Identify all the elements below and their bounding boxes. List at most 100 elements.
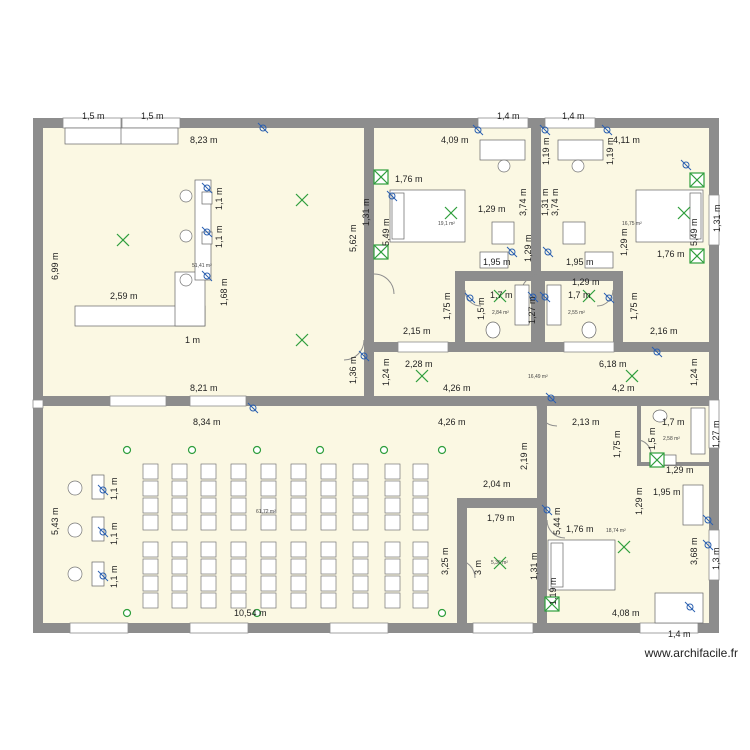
light-cross-mark	[415, 369, 429, 383]
dim-label: 8,21 m	[190, 383, 218, 393]
classroom-chair	[384, 514, 401, 531]
dim-label: 1,5 m	[141, 111, 164, 121]
dim-label: 2,13 m	[572, 417, 600, 427]
wall-light-box	[373, 169, 389, 185]
dim-label: 1,79 m	[487, 513, 515, 523]
classroom-chair	[230, 514, 247, 531]
light-cross-mark	[493, 556, 507, 570]
outlet-symbol	[539, 291, 551, 303]
classroom-chair	[412, 514, 429, 531]
dim-label: 1,68 m	[219, 278, 229, 306]
dim-label: 2,19 m	[519, 442, 529, 470]
dim-label: 6,99 m	[50, 252, 60, 280]
dim-label: 4,2 m	[612, 383, 635, 393]
classroom-chair	[320, 541, 337, 558]
classroom-chair	[200, 514, 217, 531]
classroom-chair	[320, 463, 337, 480]
classroom-chair	[142, 463, 159, 480]
outlet-symbol	[508, 248, 516, 256]
area-label: 19,1 m²	[438, 221, 455, 227]
classroom-chair	[260, 480, 277, 497]
area-label: 16,75 m²	[622, 221, 642, 227]
outlet-symbol	[653, 348, 661, 356]
dim-label: 1,27 m	[527, 296, 537, 324]
wall-light-box	[689, 248, 705, 264]
dim-label: 2,28 m	[405, 359, 433, 369]
classroom-chair	[200, 463, 217, 480]
dim-label: 5,44 m	[552, 507, 562, 535]
outlet-symbol	[603, 126, 611, 134]
classroom-chair	[352, 514, 369, 531]
outlet-symbol	[203, 184, 211, 192]
windows	[32, 117, 720, 634]
classroom-chair	[320, 497, 337, 514]
classroom-chair	[352, 592, 369, 609]
dim-label: 2,04 m	[483, 479, 511, 489]
dim-label: 1,1 m	[214, 187, 224, 210]
classroom-chair	[384, 558, 401, 575]
outlet-symbol	[201, 226, 213, 238]
classroom-chair	[230, 558, 247, 575]
dim-label: 1,29 m	[619, 228, 629, 256]
area-labels: 51,41 m² 19,1 m² 16,75 m² 2,84 m² 2,55 m…	[192, 221, 680, 566]
ceiling-light-dot	[437, 445, 447, 455]
ceiling-light-dot	[122, 445, 132, 455]
classroom-chair	[230, 480, 247, 497]
outlet-symbol	[605, 294, 613, 302]
classroom-desks	[67, 474, 105, 587]
dim-label: 1,19 m	[541, 137, 551, 165]
classroom-chair	[290, 558, 307, 575]
outlet-symbol	[474, 126, 482, 134]
ceiling-light-dot	[379, 445, 389, 455]
dim-label: 1,5 m	[647, 427, 657, 450]
dim-label: 5,49 m	[689, 218, 699, 246]
bath-fixtures	[485, 284, 706, 466]
dim-label: 1,7 m	[568, 290, 591, 300]
outlet-symbol	[704, 516, 712, 524]
dim-label: 1,19 m	[548, 577, 558, 605]
dim-label: 1,29 m	[572, 277, 600, 287]
classroom-chair	[230, 497, 247, 514]
classroom-chair	[384, 575, 401, 592]
area-label: 16,49 m²	[528, 374, 548, 380]
outlet-symbol	[464, 292, 476, 304]
classroom-chair	[320, 558, 337, 575]
dim-label: 1,24 m	[381, 358, 391, 386]
classroom-chair	[352, 575, 369, 592]
dim-label: 2,59 m	[110, 291, 138, 301]
dim-label: 5,62 m	[348, 224, 358, 252]
dim-label: 1,76 m	[657, 249, 685, 259]
dim-label: 4,26 m	[443, 383, 471, 393]
dim-label: 1,76 m	[566, 524, 594, 534]
dim-label: 1,4 m	[668, 629, 691, 639]
wall-light-box	[544, 596, 560, 612]
classroom-chair	[200, 541, 217, 558]
ceiling-light-dot	[252, 445, 262, 455]
classroom-chair	[384, 541, 401, 558]
dim-label: 3,68 m	[689, 537, 699, 565]
outlet-symbol	[545, 392, 557, 404]
outlet-symbol	[704, 541, 712, 549]
outlet-symbol	[686, 603, 694, 611]
classroom-chair	[200, 592, 217, 609]
outlet-symbol	[97, 484, 109, 496]
dim-label: 2,15 m	[403, 326, 431, 336]
classroom-chair	[290, 463, 307, 480]
classroom-chair	[352, 463, 369, 480]
dim-label: 1,1 m	[214, 225, 224, 248]
classroom-chair	[412, 541, 429, 558]
dim-label: 1,95 m	[566, 257, 594, 267]
outlet-symbol	[506, 246, 518, 258]
classroom-chair	[200, 480, 217, 497]
outlet-symbol	[542, 246, 554, 258]
outlet-symbol	[466, 294, 474, 302]
dim-label: 1,4 m	[497, 111, 520, 121]
outlet-symbol	[682, 161, 690, 169]
classroom-chair	[290, 575, 307, 592]
room-bedroom-2-lower	[623, 271, 709, 342]
dim-label: 1,7 m	[490, 290, 513, 300]
dim-label: 8,23 m	[190, 135, 218, 145]
dim-label: 8,34 m	[193, 417, 221, 427]
outlet-symbol	[527, 291, 539, 303]
